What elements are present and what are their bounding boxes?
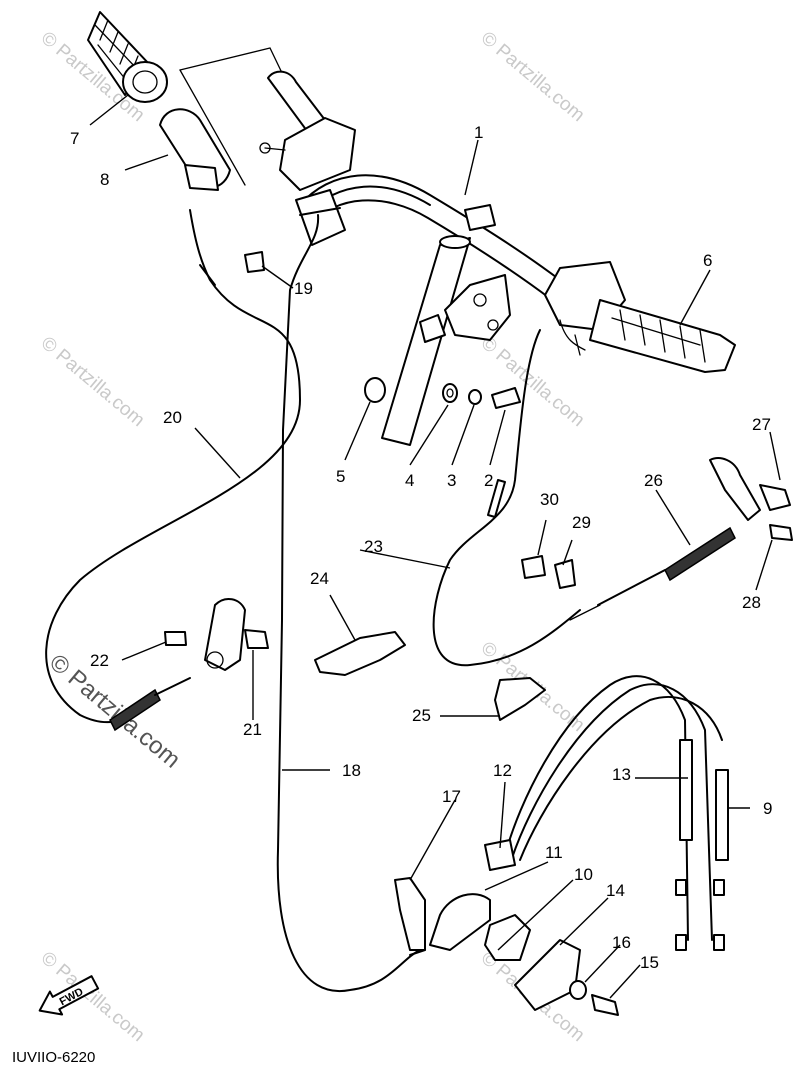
label-part-29: 29 xyxy=(572,513,591,532)
label-part-1: 1 xyxy=(474,123,483,142)
label-part-5: 5 xyxy=(336,467,345,486)
label-part-19: 19 xyxy=(294,279,313,298)
throttle-sleeve xyxy=(159,108,231,191)
lever-21-22 xyxy=(164,598,269,671)
label-part-6: 6 xyxy=(703,251,712,270)
left-grip xyxy=(87,11,168,103)
label-part-26: 26 xyxy=(644,471,663,490)
bracket-24 xyxy=(314,631,406,676)
clip-29 xyxy=(554,559,576,589)
cable-23 xyxy=(432,329,581,667)
label-part-16: 16 xyxy=(612,933,631,952)
steering-column xyxy=(381,235,471,446)
throttle-housing xyxy=(259,70,356,191)
cable-bundle xyxy=(504,675,729,951)
label-part-9: 9 xyxy=(763,799,772,818)
handlebar xyxy=(295,174,561,301)
brake-lever-right xyxy=(709,457,793,541)
label-part-27: 27 xyxy=(752,415,771,434)
cover-14 xyxy=(514,939,581,1011)
lever-spring xyxy=(569,526,736,621)
hardware-2-5 xyxy=(364,377,521,409)
label-part-17: 17 xyxy=(442,787,461,806)
label-part-8: 8 xyxy=(100,170,109,189)
label-part-12: 12 xyxy=(493,761,512,780)
label-part-28: 28 xyxy=(742,593,761,612)
right-grip xyxy=(544,261,736,373)
bracket-25 xyxy=(494,677,546,721)
fwd-label: FWD xyxy=(58,986,86,1008)
label-part-25: 25 xyxy=(412,706,431,725)
label-part-18: 18 xyxy=(342,761,361,780)
label-part-24: 24 xyxy=(310,569,329,588)
carb-housing-10-11 xyxy=(429,893,531,961)
cable-18 xyxy=(276,214,421,993)
label-part-11: 11 xyxy=(545,843,563,862)
watermark-3: © Partzilla.com xyxy=(37,333,149,431)
label-part-13: 13 xyxy=(612,765,631,784)
connector-12 xyxy=(484,839,516,871)
label-part-20: 20 xyxy=(163,408,182,427)
adjuster-left xyxy=(109,677,191,732)
watermark-center: © Partzilla.com xyxy=(44,649,185,774)
cable-bracket xyxy=(444,274,511,341)
bracket-17 xyxy=(394,877,426,951)
watermark-2: © Partzilla.com xyxy=(477,28,589,126)
leader-lines xyxy=(89,94,781,999)
label-part-4: 4 xyxy=(405,471,414,490)
part-labels: 1 2 3 4 5 6 7 8 9 10 11 12 13 14 15 16 1… xyxy=(70,123,772,972)
label-part-23: 23 xyxy=(364,537,383,556)
bolt-30 xyxy=(521,555,546,579)
label-part-21: 21 xyxy=(243,720,262,739)
label-part-22: 22 xyxy=(90,651,109,670)
label-part-30: 30 xyxy=(540,490,559,509)
label-part-10: 10 xyxy=(574,865,593,884)
cable-20 xyxy=(45,209,301,724)
label-part-15: 15 xyxy=(640,953,659,972)
screw-15 xyxy=(591,994,619,1016)
label-part-3: 3 xyxy=(447,471,456,490)
label-part-2: 2 xyxy=(484,471,493,490)
label-part-14: 14 xyxy=(606,881,625,900)
washer-16 xyxy=(569,980,587,1000)
label-part-7: 7 xyxy=(70,129,79,148)
diagram-code: IUVIIO-6220 xyxy=(12,1049,95,1066)
bolt-19 xyxy=(244,251,265,273)
